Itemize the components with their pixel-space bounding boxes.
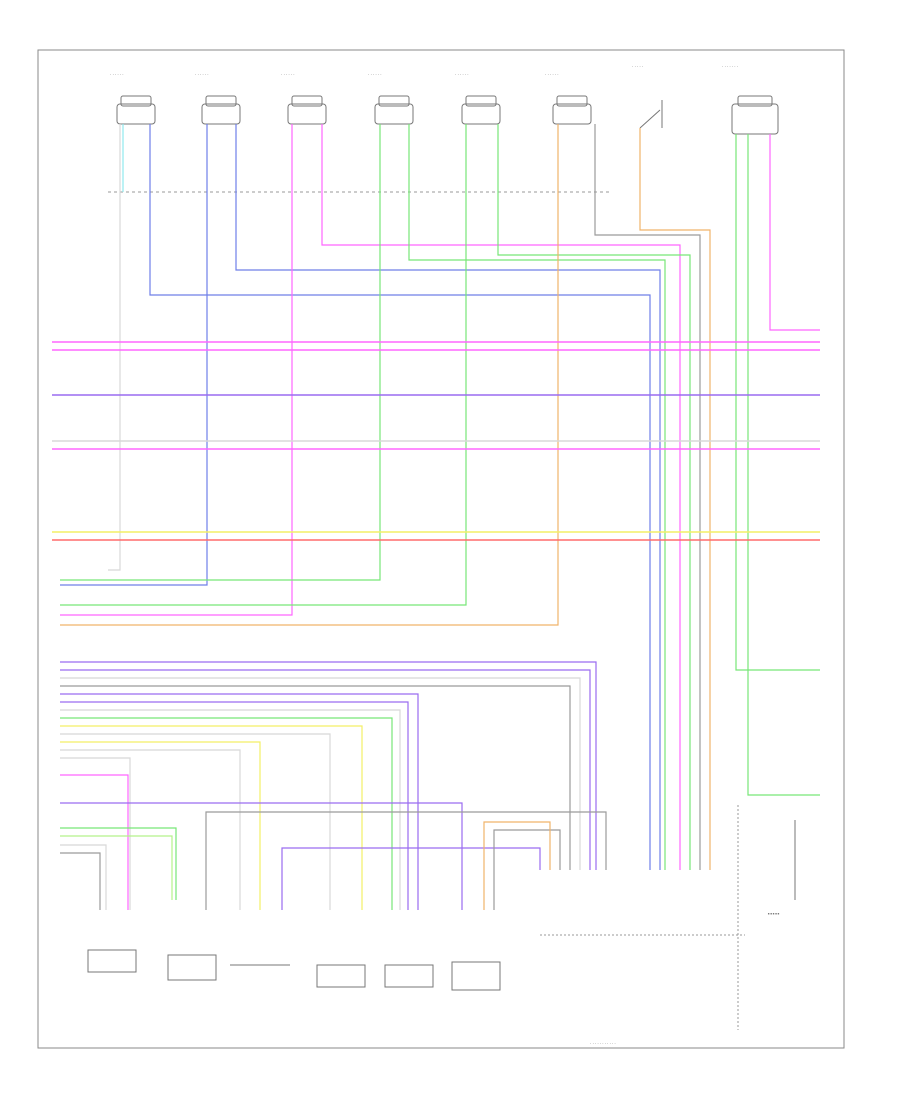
bottom-component-1: [87, 949, 137, 973]
horizontal-buses: [52, 341, 820, 541]
bottom-components: [87, 949, 501, 991]
right-side-component: · · · · ·: [768, 820, 796, 917]
svg-text:· · · · ·: · · · · ·: [768, 911, 779, 916]
lower-bundle-wires: [60, 661, 607, 910]
top-vertical-wires: [60, 124, 820, 870]
svg-text:· · · · · ·: · · · · · ·: [545, 72, 559, 77]
top-component-7-switch: [639, 100, 663, 129]
bottom-component-2: [167, 954, 217, 981]
bottom-component-6: [451, 961, 501, 991]
top-components: [116, 95, 779, 135]
bottom-component-5: [384, 964, 434, 988]
svg-text:· · · · · ·: · · · · · ·: [281, 72, 295, 77]
top-component-8: [731, 95, 779, 135]
top-component-5: [461, 95, 501, 125]
svg-text:· · · · · · · · · · ·: · · · · · · · · · · ·: [590, 1041, 616, 1046]
svg-text:· · · · · ·: · · · · · ·: [110, 72, 124, 77]
svg-text:· · · · · · ·: · · · · · · ·: [722, 64, 738, 69]
svg-text:· · · · · ·: · · · · · ·: [368, 72, 382, 77]
svg-text:· · · · · ·: · · · · · ·: [455, 72, 469, 77]
top-component-2: [201, 95, 241, 125]
svg-text:· · · · · ·: · · · · · ·: [195, 72, 209, 77]
bottom-component-4: [316, 964, 366, 988]
top-component-1: [116, 95, 156, 125]
svg-text:· · · · ·: · · · · ·: [632, 64, 643, 69]
module-connector: · · · · · · · · · · ·: [540, 805, 745, 1046]
top-component-3: [287, 95, 327, 125]
top-component-4: [374, 95, 414, 125]
top-component-labels: · · · · · · · · · · · · · · · · · · · · …: [110, 64, 738, 77]
top-component-6: [552, 95, 592, 125]
diagram-border: [37, 49, 845, 1049]
